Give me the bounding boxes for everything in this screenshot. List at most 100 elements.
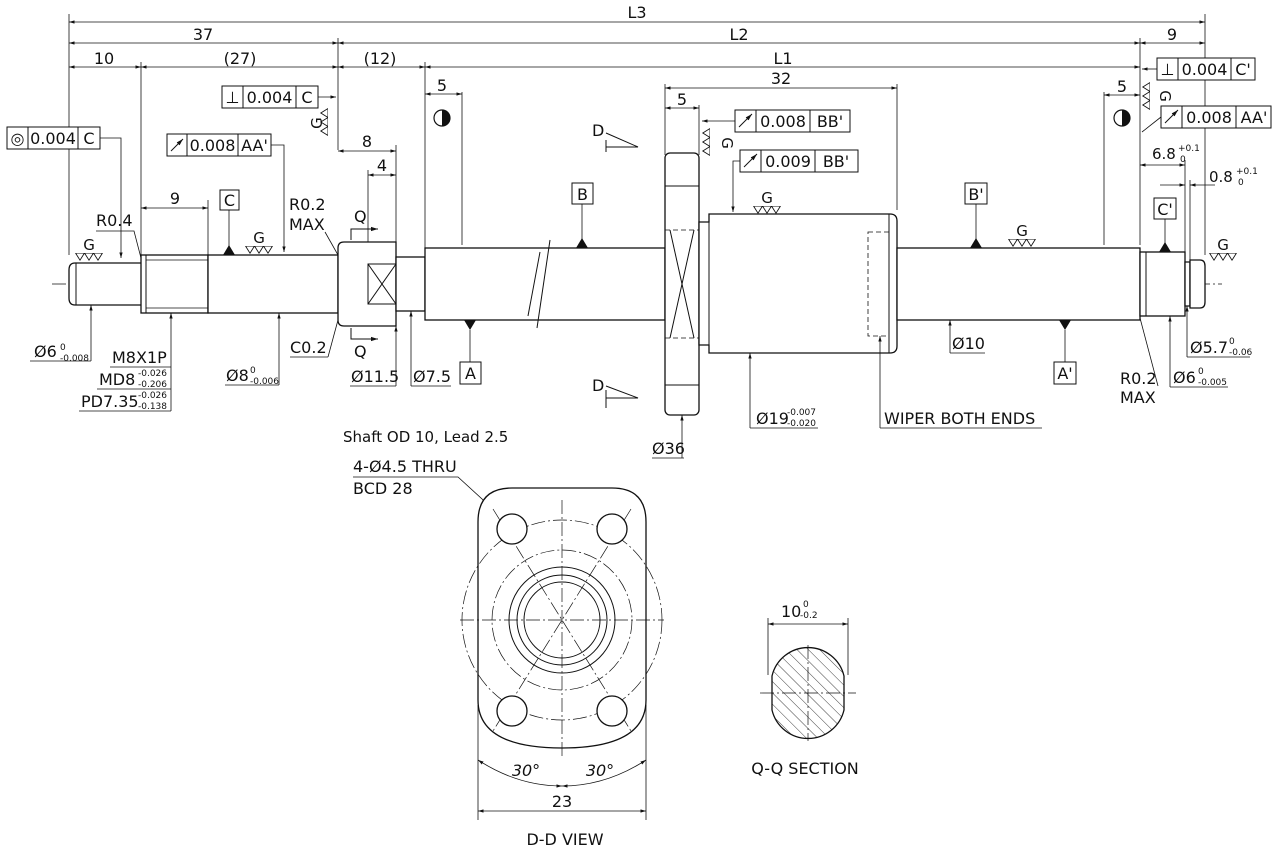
label-pd: PD7.35 <box>81 392 139 411</box>
fcf-runout-3: 0.009 BB' <box>731 149 859 212</box>
grind-g-1: G <box>83 236 95 254</box>
phi8-upper: 0 <box>250 366 256 376</box>
runout-2-value: 0.008 <box>760 112 806 131</box>
runout-3-value: 0.009 <box>765 152 811 171</box>
dim-9-right: 9 <box>1167 25 1177 44</box>
coaxiality-value: 0.004 <box>30 129 76 148</box>
dd-width: 23 <box>552 792 572 811</box>
fcf-perp-left: ⊥ 0.004 C <box>221 85 336 109</box>
grind-g-5: G <box>1217 236 1229 254</box>
phi19-upper: -0.007 <box>787 408 816 418</box>
fcf-perp-right: ⊥ 0.004 C' <box>1142 57 1256 81</box>
left-labels: R0.4 R0.2 MAX Q Q Ø6 0 -0.008 M8X1P MD8 … <box>30 195 451 412</box>
phi6r-upper: 0 <box>1198 367 1204 377</box>
datum-c: C <box>224 191 235 210</box>
d68-lower: 0 <box>1180 155 1186 165</box>
fcf-runout-1: 0.008 AA' <box>166 133 286 252</box>
label-q-top: Q <box>354 207 367 226</box>
grind-marks: G G G G G G G G <box>75 82 1237 261</box>
label-md8: MD8 <box>99 370 135 389</box>
pd-upper: -0.026 <box>138 391 167 401</box>
right-labels: D D Ø36 Ø19 -0.007 -0.020 WIPER BOTH END… <box>592 121 1258 459</box>
grind-g-6: G <box>308 117 326 129</box>
half-circle-symbols <box>433 109 1131 127</box>
perp-right-symbol: ⊥ <box>1161 60 1175 79</box>
datum-b-prime: B' <box>968 185 983 204</box>
perp-left-ref: C <box>301 88 312 107</box>
dd-holes-label: 4-Ø4.5 THRU <box>353 457 457 476</box>
label-d-top: D <box>592 121 604 140</box>
phi19-lower: -0.020 <box>787 419 816 429</box>
qq-dim-lower: -0.2 <box>800 611 818 621</box>
grind-g-3: G <box>761 189 773 207</box>
grind-g-4: G <box>1016 222 1028 240</box>
perp-right-value: 0.004 <box>1182 60 1228 79</box>
coaxiality-symbol: ◎ <box>11 129 25 148</box>
label-phi19: Ø19 <box>756 409 789 428</box>
datum-b: B <box>577 185 588 204</box>
shaft-body <box>52 152 1222 416</box>
fcf-coaxiality: ◎ 0.004 C <box>6 126 123 258</box>
fcf-runout-4: 0.008 AA' <box>1141 105 1272 133</box>
qq-section: 10 0 -0.2 Q-Q SECTION <box>751 600 859 778</box>
label-c02: C0.2 <box>290 338 327 357</box>
grind-g-7: G <box>718 137 736 149</box>
dd-bcd-label: BCD 28 <box>353 479 413 498</box>
datum-a-prime: A' <box>1057 364 1072 383</box>
runout-2-ref: BB' <box>817 112 843 131</box>
label-phi57: Ø5.7 <box>1190 338 1228 357</box>
phi6-lower: -0.008 <box>60 354 89 364</box>
dim-32: 32 <box>771 69 791 88</box>
d08-upper: +0.1 <box>1236 167 1258 177</box>
dd-angle-2: 30° <box>586 761 614 780</box>
perp-left-value: 0.004 <box>247 88 293 107</box>
runout-4-value: 0.008 <box>1186 108 1232 127</box>
label-phi8: Ø8 <box>226 366 249 385</box>
label-phi6: Ø6 <box>34 342 57 361</box>
dim-l1: L1 <box>773 49 792 68</box>
label-r02-left-2: MAX <box>289 215 325 234</box>
perp-left-symbol: ⊥ <box>226 88 240 107</box>
md8-lower: -0.206 <box>138 380 167 390</box>
phi6r-lower: -0.005 <box>1198 378 1227 388</box>
runout-4-ref: AA' <box>1241 108 1268 127</box>
md8-upper: -0.026 <box>138 369 167 379</box>
label-6-8: 6.8 <box>1152 145 1176 163</box>
label-phi6-right: Ø6 <box>1173 368 1196 387</box>
label-0-8: 0.8 <box>1209 168 1233 186</box>
grind-g-2: G <box>253 229 265 247</box>
top-dimensions: L3 37 L2 9 10 (27) (12) L1 5 32 5 5 8 4 … <box>68 3 1206 260</box>
qq-section-title: Q-Q SECTION <box>751 759 859 778</box>
label-r02-right-2: MAX <box>1120 388 1156 407</box>
runout-3-ref: BB' <box>823 152 849 171</box>
dim-12: (12) <box>364 49 397 68</box>
runout-1-value: 0.008 <box>190 136 236 155</box>
dim-9-thread: 9 <box>170 189 180 208</box>
datums: C B A B' A' C' <box>219 182 1177 385</box>
label-phi36: Ø36 <box>652 439 685 458</box>
coaxiality-ref: C <box>83 129 94 148</box>
label-phi115: Ø11.5 <box>351 367 399 386</box>
dim-l2: L2 <box>729 25 748 44</box>
phi57-lower: -0.06 <box>1229 348 1253 358</box>
label-q-bottom: Q <box>354 342 367 361</box>
label-wiper: WIPER BOTH ENDS <box>884 409 1035 428</box>
dd-angle-1: 30° <box>512 761 540 780</box>
dim-27: (27) <box>224 49 257 68</box>
dim-37: 37 <box>193 25 213 44</box>
grind-g-8: G <box>1156 90 1174 102</box>
d08-lower: 0 <box>1238 178 1244 188</box>
dim-10: 10 <box>94 49 114 68</box>
qq-dim-upper: 0 <box>803 600 809 610</box>
dim-8: 8 <box>362 132 372 151</box>
dd-view-title: D-D VIEW <box>526 830 603 849</box>
fcf-runout-2: 0.008 BB' <box>702 109 851 133</box>
label-phi10: Ø10 <box>952 334 985 353</box>
label-r02-right-1: R0.2 <box>1120 369 1157 388</box>
datum-a: A <box>465 364 476 383</box>
dim-5-right: 5 <box>1117 77 1127 96</box>
phi57-upper: 0 <box>1229 337 1235 347</box>
label-r04: R0.4 <box>96 211 133 230</box>
perp-right-ref: C' <box>1235 60 1251 79</box>
